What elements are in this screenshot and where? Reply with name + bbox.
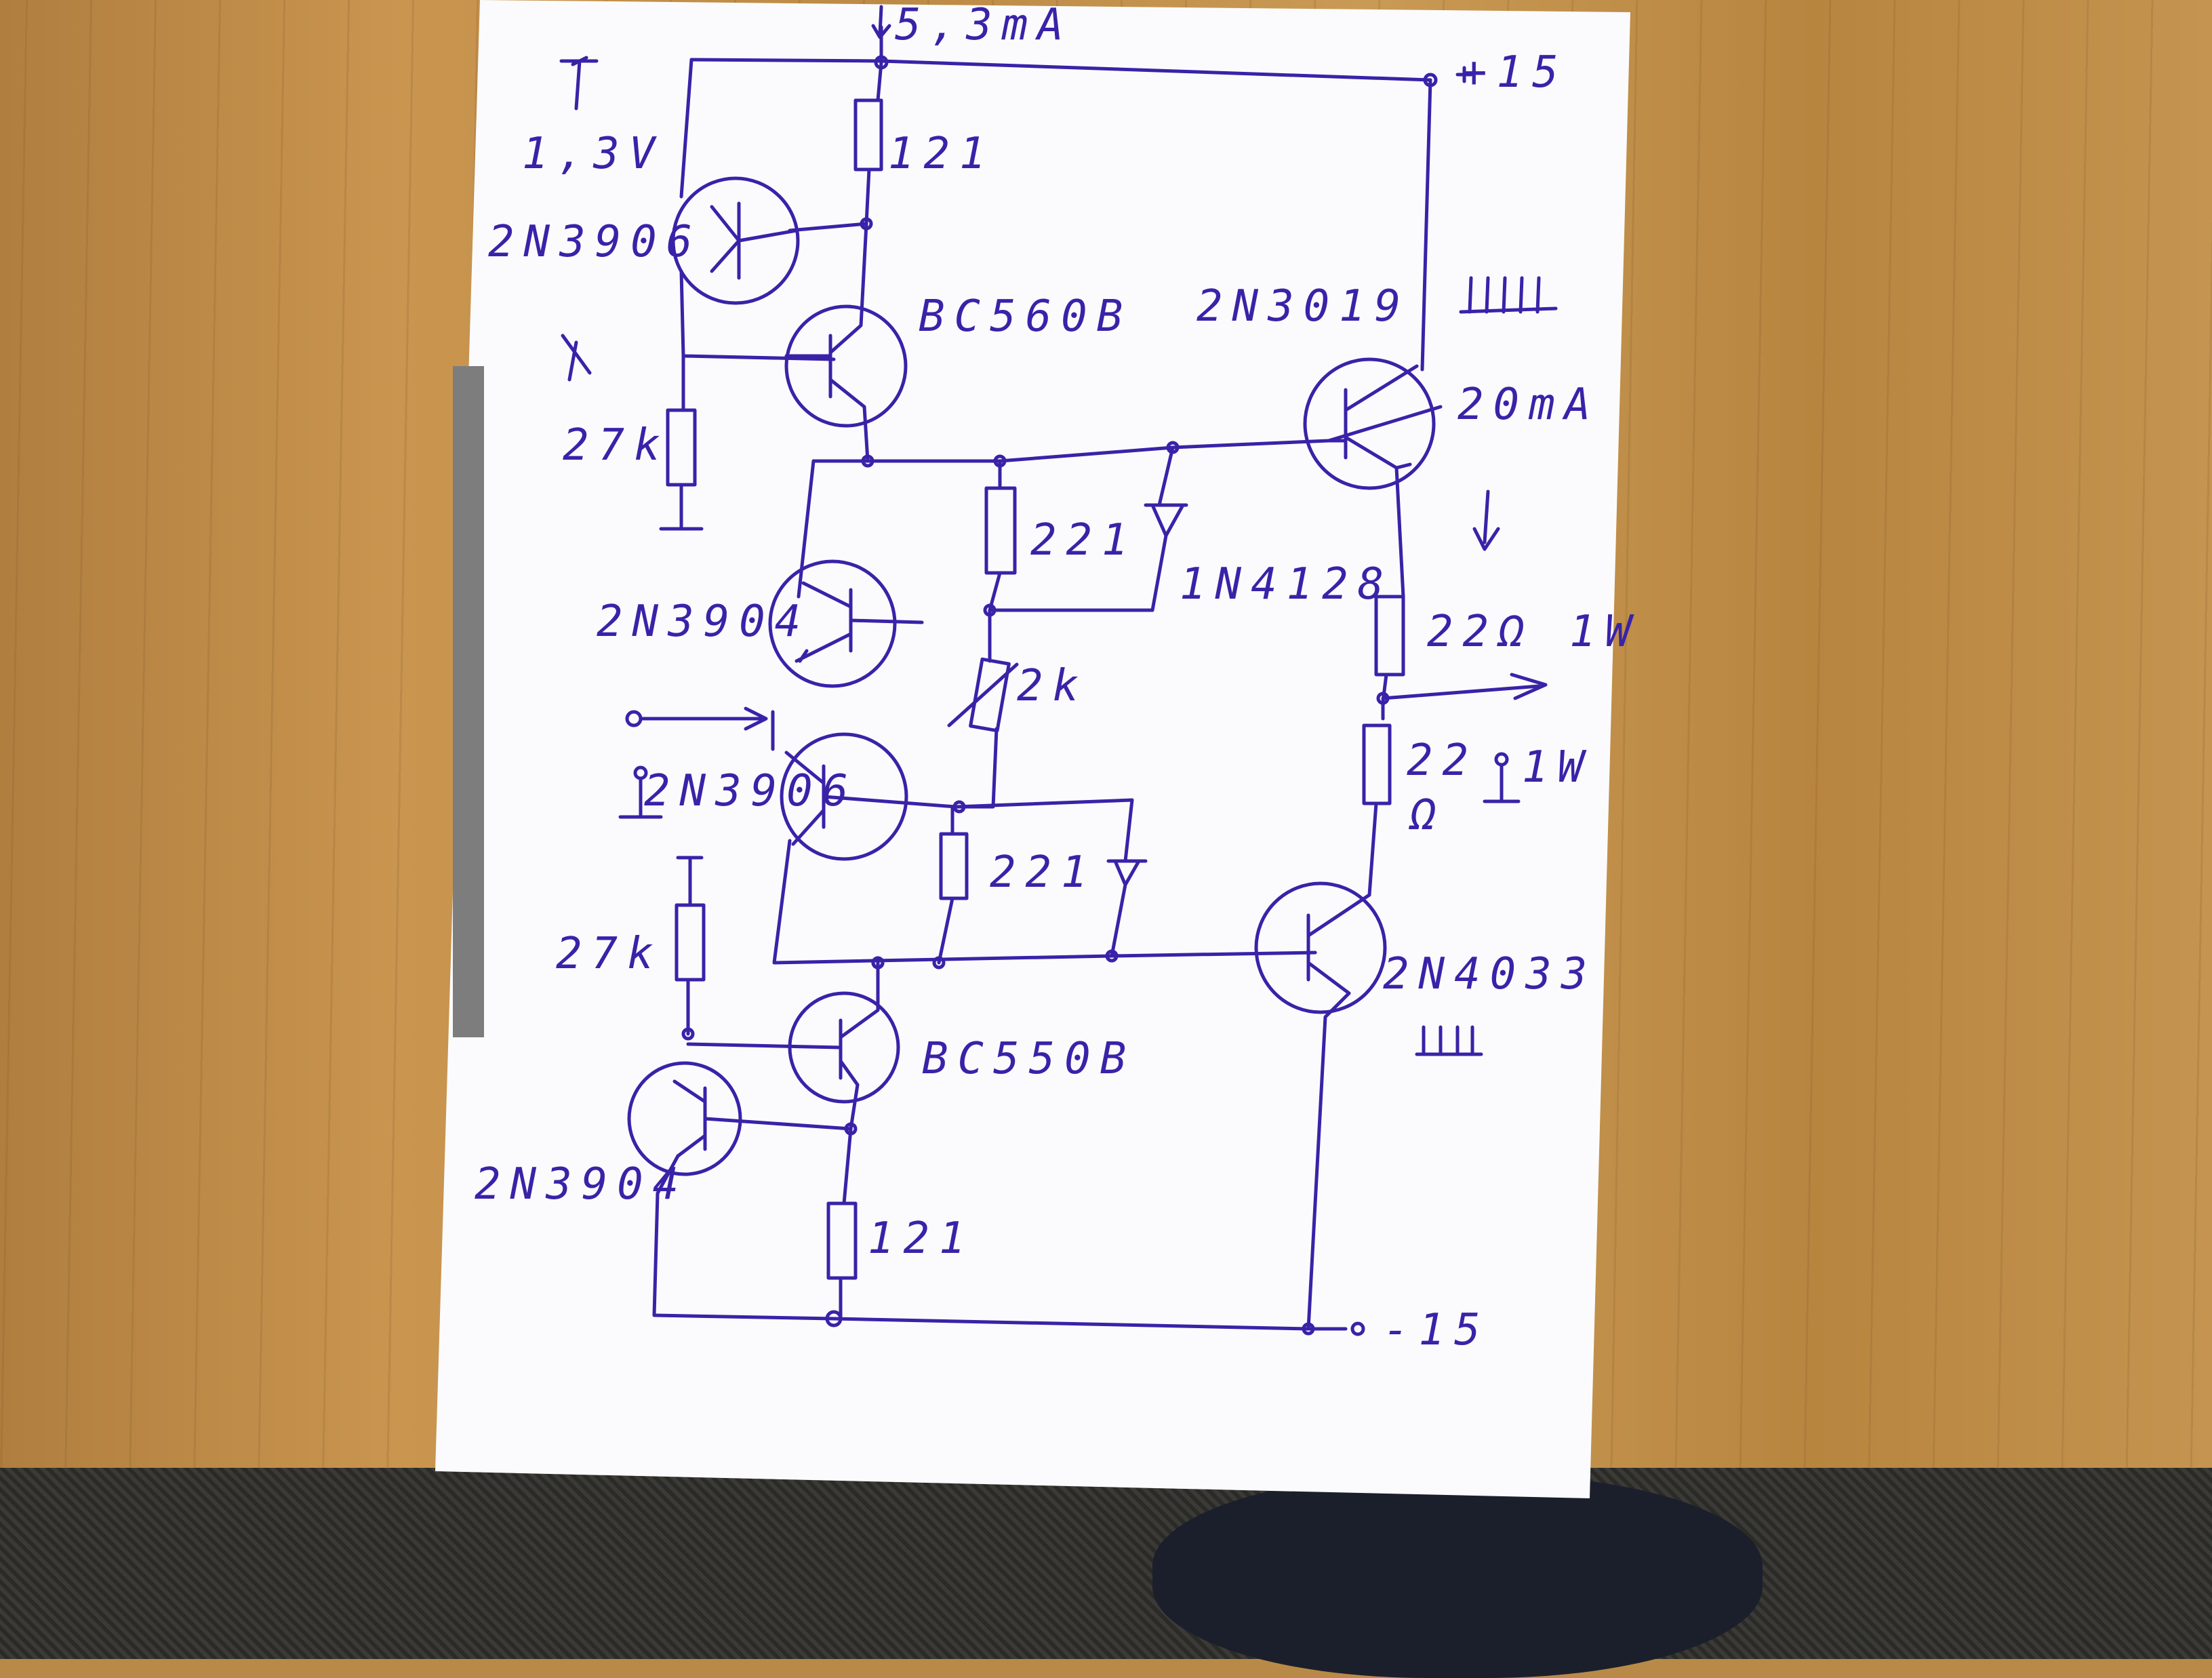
q-out-top-label: 2N3019: [1197, 281, 1411, 332]
pos-rail-label: +15: [1461, 47, 1568, 98]
shoe: [1152, 1475, 1763, 1678]
q2-label: BC560B: [919, 292, 1133, 342]
circuit-wires: [559, 5, 1558, 1336]
q6-label: 2N3904: [475, 1159, 689, 1210]
r27k-top-label: 27k: [563, 420, 670, 471]
r22-bot-unit-label: Ω: [1410, 790, 1446, 840]
r27k-bot-label: 27k: [556, 929, 663, 979]
vbias-label: 1,3V: [522, 129, 665, 179]
q1-label: 2N3906: [488, 217, 702, 267]
carpet-floor: [0, 1468, 2212, 1659]
r221-top-label: 221: [1030, 515, 1138, 565]
paper-shape: [435, 0, 1630, 1498]
q5-label: BC550B: [922, 1034, 1136, 1084]
pot-label: 2k: [1017, 661, 1089, 711]
r221-bot-label: 221: [990, 847, 1097, 898]
out-current-label: 20mA: [1457, 380, 1601, 430]
q3-label: 2N3904: [597, 597, 811, 647]
printed-scrap: [453, 366, 484, 1037]
zener-label: 1N4128: [1180, 559, 1394, 610]
r-top-label: 121: [888, 129, 995, 179]
r22-bot-label: 22: [1407, 736, 1479, 786]
r-bot-label: 121: [868, 1214, 975, 1264]
q-out-bot-label: 2N4033: [1383, 949, 1597, 999]
q4-label: 2N3906: [644, 766, 858, 816]
supply-current-label: 5,3mA: [895, 0, 1073, 50]
r22-top-label: 22Ω 1W: [1427, 607, 1641, 657]
r22-bot-w-label: 1W: [1522, 742, 1594, 793]
neg-rail-label: -15: [1383, 1305, 1490, 1355]
